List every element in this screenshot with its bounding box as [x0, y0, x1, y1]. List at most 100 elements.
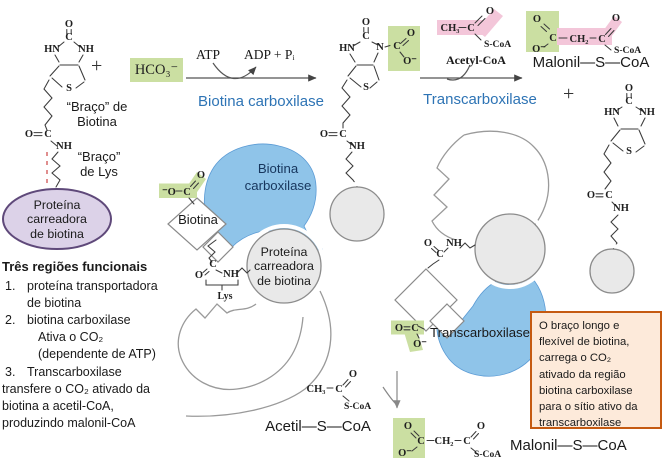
atom-c: C: [549, 33, 557, 44]
acetyl-coa-structure-bottom: CH₃ C O S-CoA: [307, 369, 372, 412]
atom-nh: NH: [446, 238, 462, 249]
atom-o: O: [395, 323, 403, 334]
atom-c: C: [605, 190, 613, 201]
atom-o: O: [197, 170, 205, 181]
lys-arm-line2: de Lys: [80, 164, 118, 179]
malonyl-coa-structure-top: O C O⁻ CH₂ C O S-CoA: [526, 11, 641, 56]
carrier-ring: [585, 244, 639, 298]
atom-c: C: [44, 129, 52, 140]
atom-c: C: [183, 187, 191, 198]
regions-item-2b: Ativa o CO₂: [38, 330, 104, 344]
malonyl-coa-label-top: Malonil—S—CoA: [532, 54, 650, 71]
circle-line2: carreadora: [254, 259, 314, 274]
regions-item-3a: Transcarboxilase: [27, 365, 122, 379]
carrier-ring: [325, 182, 389, 246]
regions-title: Três regiões funcionais: [2, 259, 148, 274]
atom-hn: HN: [604, 107, 620, 118]
atom-minus-o: ⁻O: [162, 187, 176, 198]
carrier-protein-circle-middle: [329, 186, 385, 242]
carrier-protein-circle-right-complex: [474, 213, 546, 285]
atom-s: S: [626, 146, 632, 157]
hco3-box: HCO₃⁻: [130, 58, 183, 82]
acetyl-coa-structure-top: CH₃ C O S-CoA: [437, 6, 511, 50]
regions-num-2: 2.: [5, 313, 16, 327]
atom-nh: NH: [613, 203, 629, 214]
carrier-ellipse-label: Proteína carreadora de biotina: [5, 198, 109, 241]
reaction-arrow-2: [420, 64, 523, 82]
atom-o: O: [65, 19, 73, 30]
adp-pi-label: ADP + Pᵢ: [244, 47, 295, 62]
atom-o: O: [533, 14, 541, 25]
note-line4: ativado da região: [539, 368, 626, 381]
regions-num-3: 3.: [5, 365, 16, 379]
malonyl-coa-structure-bottom: O C O⁻ CH₂ C O S-CoA: [393, 418, 501, 460]
atom-ch3: CH₃: [441, 23, 460, 34]
left-enzyme-complex: ⁻O C O C O NH Lys: [159, 143, 332, 417]
atom-o: O: [424, 238, 432, 249]
atom-ch3: CH₃: [307, 384, 326, 395]
blob-line2: carboxilase: [244, 177, 312, 193]
atom-o: O: [404, 421, 412, 432]
atom-o-minus: O⁻: [413, 339, 427, 350]
regions-item-3b: transfere o CO₂ ativado da: [2, 382, 150, 396]
biotin-diamond-label: Biotina: [178, 212, 218, 227]
biotin-carboxylase-blob: [203, 143, 323, 251]
atom-n: N: [376, 42, 384, 53]
atom-o: O: [25, 129, 33, 140]
atom-s: S: [66, 83, 72, 94]
atom-s-coa: S-CoA: [484, 39, 511, 50]
atom-nh: NH: [349, 141, 365, 152]
malonyl-coa-label-bottom: Malonil—S—CoA: [510, 437, 627, 454]
acetyl-coa-label-top: Acetyl-CoA: [446, 53, 506, 67]
lys-label: Lys: [217, 291, 232, 302]
transcarboxylase-enzyme-label: Transcarboxilase: [423, 91, 537, 108]
atom-o: O: [587, 190, 595, 201]
biotin-structure-left: O C HN NH S O C NH: [25, 19, 94, 188]
atom-c: C: [209, 259, 217, 270]
ellipse-line2: carreadora: [27, 212, 87, 227]
note-line3: carrega o CO₂: [539, 352, 612, 365]
atom-o-minus: O⁻: [403, 56, 417, 67]
acetyl-coa-label-bottom: Acetil—S—CoA: [265, 418, 371, 435]
atom-c: C: [393, 41, 401, 52]
atom-o-minus: O⁻: [398, 448, 412, 459]
atom-o: O: [612, 13, 620, 24]
atom-s-coa: S-CoA: [344, 401, 371, 412]
atom-o: O: [477, 421, 485, 432]
atom-c: C: [467, 23, 475, 34]
biotin-carboxylase-blob-label: Biotina carboxilase: [234, 161, 322, 194]
regions-item-2a: biotina carboxilase: [27, 313, 131, 327]
note-line5: biotina carboxilase: [539, 384, 633, 397]
regions-item-3d: produzindo malonil-CoA: [2, 416, 136, 430]
note-line2: flexível de biotina,: [539, 336, 630, 349]
carrier-circle-label: Proteína carreadora de biotina: [246, 245, 322, 288]
circle-line1: Proteína: [260, 245, 308, 259]
biotin-carboxylase-enzyme-label: Biotina carboxilase: [198, 93, 324, 110]
atom-o-minus: O⁻: [532, 44, 546, 55]
blob-line1: Biotina: [257, 161, 299, 176]
regions-num-1: 1.: [5, 279, 16, 293]
atom-s: S: [363, 82, 369, 93]
atom-hn: HN: [339, 43, 355, 54]
atom-c: C: [339, 129, 347, 140]
atp-label: ATP: [196, 47, 221, 62]
regions-item-1b: de biotina: [27, 296, 82, 310]
atom-s-coa: S-CoA: [614, 45, 641, 56]
regions-item-3c: biotina a acetil-CoA,: [2, 399, 114, 413]
note-line7: transcarboxilase: [539, 417, 622, 430]
biotin-diamond-small: [202, 231, 234, 263]
atom-ch2: CH₂: [435, 436, 454, 447]
reaction-arrow-1: [186, 62, 317, 82]
atom-o: O: [407, 28, 415, 39]
atom-c: C: [463, 436, 471, 447]
plus-sign: +: [563, 83, 575, 105]
note-box: O braço longo e flexível de biotina, car…: [530, 311, 662, 429]
atom-c: C: [417, 436, 425, 447]
atom-o: O: [625, 83, 633, 94]
biotin-arm-label: “Braço” de Biotina: [60, 99, 134, 129]
transcarboxylase-blob-label: Transcarboxilase: [430, 325, 530, 340]
carrier-protein-circle-left: [246, 228, 322, 304]
biotin-diamond: [167, 197, 227, 251]
atom-nh: NH: [223, 269, 239, 280]
atom-o: O: [349, 369, 357, 380]
